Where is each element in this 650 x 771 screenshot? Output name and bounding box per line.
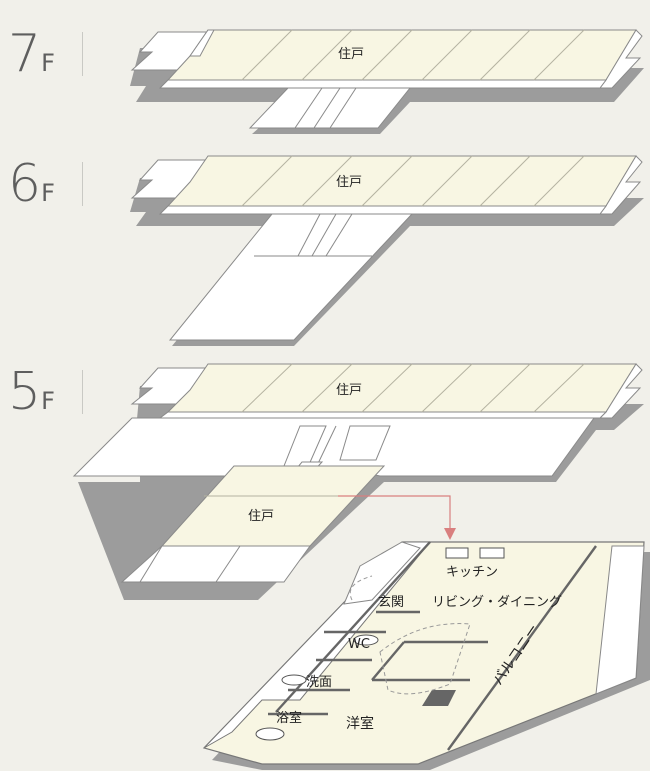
floor-5f-residence-label: 住戸 — [336, 383, 362, 398]
unit-detail-plan: キッチン リビング・ダイニング 玄関 WC 洗面 浴室 洋室 バルコニー — [202, 541, 650, 770]
floor-6f-stair-wing — [168, 213, 414, 341]
floor-6f-residence-label: 住戸 — [336, 175, 362, 190]
floor-unit-5: F — [41, 387, 55, 415]
floor-5f-plan: 住戸 住戸 — [72, 363, 644, 600]
indicator-arrow — [338, 495, 456, 540]
floor-7f-residence-label: 住戸 — [338, 47, 364, 62]
floor-5f-lower-residence-label: 住戸 — [248, 509, 274, 524]
floor-divider-5 — [82, 370, 83, 414]
floor-unit-6: F — [41, 179, 55, 207]
room-label-western-room: 洋室 — [346, 715, 374, 732]
floor-6f-plan: 住戸 — [130, 155, 644, 346]
floor-label-7f: 7F — [8, 28, 83, 80]
room-label-wc: WC — [348, 637, 370, 652]
room-label-washroom: 洗面 — [306, 675, 332, 690]
room-label-bathroom: 浴室 — [276, 710, 302, 726]
floor-unit-7: F — [41, 49, 55, 77]
floor-6f-residential-area — [166, 155, 637, 207]
room-label-living-dining: リビング・ダイニング — [432, 595, 562, 610]
room-label-entrance: 玄関 — [378, 595, 404, 610]
floor-number-7: 7 — [8, 24, 41, 84]
floor-label-5f: 5F — [8, 366, 83, 418]
floor-label-6f: 6F — [8, 158, 83, 210]
floor-7f-residential-area — [166, 29, 637, 81]
floor-divider-7 — [82, 32, 83, 76]
floor-5f-residential-area — [166, 363, 637, 413]
floor-7f-plan: 住戸 — [130, 29, 644, 134]
floor-number-6: 6 — [8, 154, 41, 214]
floor-number-5: 5 — [8, 362, 41, 422]
room-label-kitchen: キッチン — [446, 565, 498, 580]
floor-divider-6 — [82, 162, 83, 206]
